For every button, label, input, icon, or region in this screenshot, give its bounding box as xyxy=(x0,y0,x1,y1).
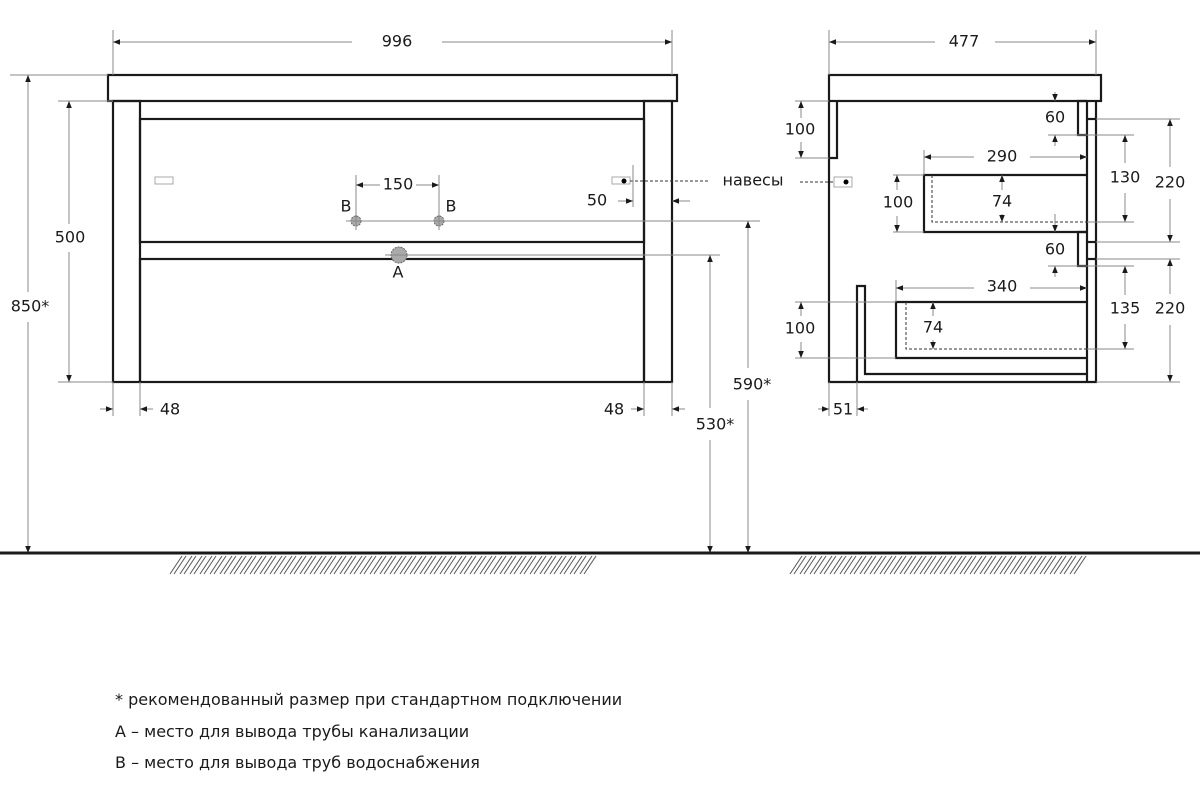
left-leg xyxy=(111,99,142,384)
dim-drawer2-span: 135 xyxy=(1110,299,1141,318)
dim-leg-left: 48 xyxy=(160,400,180,419)
dim-depth: 477 xyxy=(949,32,980,51)
dim-drawer1-inner: 74 xyxy=(992,192,1012,211)
dim-drawer1-section: 220 xyxy=(1155,173,1186,192)
note-recommended: * рекомендованный размер при стандартном… xyxy=(115,690,623,709)
dim-drawer2-depth: 340 xyxy=(987,277,1018,296)
label-hinges: навесы xyxy=(723,171,784,190)
dim-leg-right: 48 xyxy=(604,400,624,419)
hinge-icon xyxy=(833,176,853,188)
label-b-left: B xyxy=(341,197,352,216)
dim-body-height: 500 xyxy=(55,228,86,247)
front-view: 996 850* 500 48 48 150 B B A 50 навесы 5… xyxy=(0,30,784,554)
lower-drawer xyxy=(138,257,646,384)
dim-total-height: 850* xyxy=(11,297,50,316)
dim-width: 996 xyxy=(382,32,413,51)
dim-drawer1-height: 100 xyxy=(883,193,914,212)
dim-water-height: 590* xyxy=(733,375,772,394)
hinge-icon xyxy=(611,176,631,185)
hinge-icon xyxy=(154,176,174,185)
dim-hinge-offset: 50 xyxy=(587,191,607,210)
upper-drawer xyxy=(138,117,646,244)
dim-drawer2-section: 220 xyxy=(1155,299,1186,318)
countertop xyxy=(106,73,679,103)
dim-gap-mid: 60 xyxy=(1045,240,1065,259)
dim-drain-height: 530* xyxy=(696,415,735,434)
right-leg xyxy=(642,99,674,384)
dim-drawer2-height: 100 xyxy=(785,319,816,338)
dim-water-spacing: 150 xyxy=(383,175,414,194)
dim-front-panel: 100 xyxy=(785,120,816,139)
side-view: 477 100 60 290 130 220 100 74 60 340 135… xyxy=(785,30,1186,419)
note-b: B – место для вывода труб водоснабжения xyxy=(115,753,480,772)
dim-drawer1-depth: 290 xyxy=(987,147,1018,166)
label-a: A xyxy=(393,263,404,282)
dim-plinth: 51 xyxy=(833,400,853,419)
legend-notes: * рекомендованный размер при стандартном… xyxy=(115,684,622,779)
label-b-right: B xyxy=(446,197,457,216)
dim-gap-top: 60 xyxy=(1045,108,1065,127)
floor-hatching xyxy=(169,555,1087,575)
dim-drawer1-span: 130 xyxy=(1110,168,1141,187)
countertop-side xyxy=(827,73,1103,103)
dim-drawer2-inner: 74 xyxy=(923,318,943,337)
note-a: A – место для вывода трубы канализации xyxy=(115,721,470,741)
